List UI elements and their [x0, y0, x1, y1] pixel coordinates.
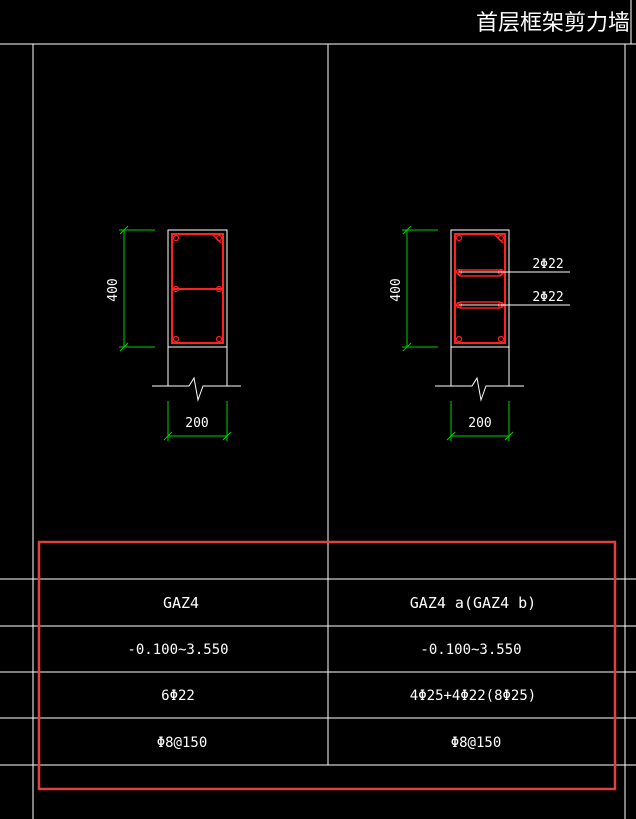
dim-height-label: 400: [106, 278, 121, 301]
dim-width-label: 200: [185, 416, 208, 431]
elevation-cell: -0.100~3.550: [420, 642, 521, 658]
dim-width-label: 200: [468, 416, 491, 431]
break-line: [152, 376, 241, 402]
column-name-cell: GAZ4 a(GAZ4 b): [410, 594, 536, 612]
stirrup-cell: Φ8@150: [157, 735, 208, 751]
vertical-dimension: [402, 225, 438, 352]
drawing-title: 首层框架剪力墙: [476, 11, 630, 36]
rebar: [172, 335, 180, 343]
rebar: [215, 234, 223, 242]
section-detail-2: 2Φ22 2Φ22 400 200: [389, 225, 570, 441]
column-name-cell: GAZ4: [163, 594, 199, 612]
elevation-cell: -0.100~3.550: [127, 642, 228, 658]
column-outline: [167, 229, 228, 348]
break-line: [435, 376, 524, 402]
tick: [163, 431, 173, 441]
rebar: [172, 234, 180, 242]
rebar-label: 2Φ22: [532, 290, 563, 305]
tie: [457, 269, 503, 277]
rebar: [455, 234, 463, 242]
stirrup-cell: Φ8@150: [451, 735, 502, 751]
horizontal-dimension: [163, 401, 232, 441]
rebar-group: [455, 234, 505, 343]
tick: [119, 225, 129, 235]
tick: [119, 342, 129, 352]
column-outline: [450, 229, 510, 348]
rebar: [497, 234, 505, 242]
longitudinal-rebar-cell: 6Φ22: [161, 688, 195, 704]
tick: [222, 431, 232, 441]
stirrup: [454, 233, 506, 344]
horizontal-dimension: [446, 401, 514, 441]
tick: [504, 431, 514, 441]
rebar: [172, 285, 180, 293]
info-table: GAZ4 GAZ4 a(GAZ4 b) -0.100~3.550 -0.100~…: [127, 594, 536, 751]
rebar-label: 2Φ22: [532, 257, 563, 272]
longitudinal-rebar-cell: 4Φ25+4Φ22(8Φ25): [410, 688, 536, 704]
rebar: [455, 335, 463, 343]
highlight-box: [37, 540, 617, 791]
rebar-group: [172, 234, 223, 343]
tick: [402, 342, 412, 352]
tick: [402, 225, 412, 235]
rebar: [215, 335, 223, 343]
vertical-dimension: [119, 225, 155, 352]
tick: [446, 431, 456, 441]
rebar: [215, 285, 223, 293]
rebar: [497, 335, 505, 343]
leader-lines: [459, 271, 570, 306]
dim-height-label: 400: [389, 278, 404, 301]
section-detail-1: 400 200: [106, 225, 241, 441]
